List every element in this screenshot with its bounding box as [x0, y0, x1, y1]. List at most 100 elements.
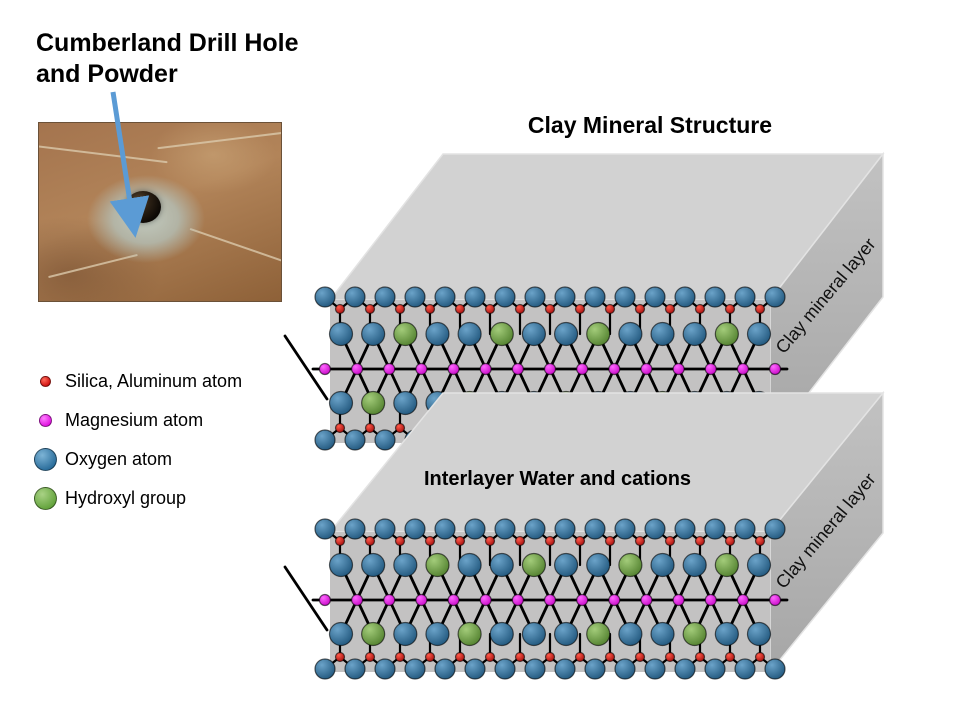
oxygen-atom [674, 658, 696, 680]
oxygen-atom [344, 429, 366, 451]
silica-atom [544, 303, 556, 315]
oxygen-atom [524, 658, 546, 680]
interlayer-label: Interlayer Water and cations [423, 468, 692, 490]
bond-line [283, 565, 329, 632]
oxygen-atom [434, 518, 456, 540]
magnesium-atom [350, 362, 364, 376]
oxygen-atom [704, 518, 726, 540]
oxygen-atom [764, 658, 786, 680]
oxygen-atom [404, 518, 426, 540]
magnesium-atom [672, 593, 685, 607]
hydroxyl-atom [714, 321, 739, 347]
structure-title: Clay Mineral Structure [527, 112, 773, 138]
legend-label: Oxygen atom [65, 449, 173, 469]
hydroxyl-atom [457, 621, 482, 647]
oxygen-atom [524, 286, 546, 308]
magnesium-atom [318, 593, 332, 607]
pointer-arrow [109, 91, 150, 238]
oxygen-atom [644, 518, 666, 540]
silica-atom [454, 651, 466, 663]
magnesium-atom [511, 593, 524, 607]
oxygen-atom [344, 658, 366, 680]
oxygen-atom [328, 552, 354, 578]
legend-item: Hydroxyl group [32, 479, 242, 518]
hydroxyl-atom [361, 621, 386, 647]
oxygen-atom [374, 429, 396, 451]
hydroxyl-atom [586, 621, 611, 647]
silica-atom [364, 303, 376, 315]
magnesium-atom [640, 593, 653, 607]
magnesium-atom [479, 593, 492, 607]
magnesium-atom [350, 593, 364, 607]
silica-atom [544, 535, 556, 547]
magnesium-atom [479, 362, 492, 376]
hydroxyl-atom [682, 621, 707, 647]
silica-atom [454, 303, 466, 315]
oxygen-atom [393, 621, 418, 647]
hydroxyl-atom [425, 552, 450, 578]
magnesium-atom [768, 593, 782, 607]
silica-atom [664, 303, 676, 315]
oxygen-atom [344, 518, 366, 540]
oxygen-atom [644, 658, 666, 680]
oxygen-atom [618, 621, 643, 647]
silica-atom [334, 651, 346, 663]
silica-atom [724, 303, 736, 315]
oxygen-atom [586, 552, 611, 578]
silica-atom [364, 535, 376, 547]
oxygen-atom [494, 518, 516, 540]
legend-item: Magnesium atom [32, 401, 242, 440]
oxygen-atom [314, 429, 336, 451]
silica-atom [454, 535, 466, 547]
oxygen-atom [524, 518, 546, 540]
oxygen-atom [374, 518, 396, 540]
magnesium-atom [768, 362, 782, 376]
silica-atom [574, 535, 586, 547]
oxygen-atom [361, 321, 386, 347]
magnesium-atom [672, 362, 685, 376]
magnesium-atom [736, 593, 750, 607]
magnesium-atom [447, 593, 460, 607]
hydroxyl-atom [521, 552, 547, 578]
oxygen-atom [714, 621, 739, 647]
slide-title: Cumberland Drill Hole and Powder [36, 29, 299, 88]
legend-item: Silica, Aluminum atom [32, 362, 242, 401]
magnesium-atom [383, 593, 396, 607]
silica-atom [604, 535, 616, 547]
silica-atom [574, 303, 586, 315]
oxygen-atom [554, 518, 576, 540]
oxygen-atom [425, 321, 450, 347]
silica-atom [484, 535, 496, 547]
oxygen-atom [328, 390, 354, 416]
oxygen-atom [746, 621, 772, 647]
oxygen-atom [554, 658, 576, 680]
silica-atom [334, 422, 346, 434]
legend-label: Hydroxyl group [65, 488, 187, 508]
oxygen-atom [374, 658, 396, 680]
oxygen-atom [764, 518, 786, 540]
oxygen-atom [344, 286, 366, 308]
silica-atom [634, 303, 646, 315]
oxygen-atom [674, 518, 696, 540]
silica-atom [424, 303, 436, 315]
oxygen-atom [464, 658, 486, 680]
silica-atom [634, 651, 646, 663]
oxygen-atom [374, 286, 396, 308]
oxygen-atom [734, 286, 756, 308]
magnesium-atom [608, 362, 621, 376]
oxygen-atom [734, 658, 756, 680]
oxygen-atom [704, 658, 726, 680]
oxygen-atom [614, 658, 636, 680]
oxygen-atom [464, 286, 486, 308]
oxygen-atom [489, 621, 514, 647]
magnesium-atom [736, 362, 750, 376]
oxygen-atom [457, 321, 482, 347]
oxygen-atom [682, 552, 707, 578]
hydroxyl-atom [393, 321, 418, 347]
silica-atom [544, 651, 556, 663]
silica-atom [604, 651, 616, 663]
oxygen-atom [314, 286, 336, 308]
magnesium-atom [704, 362, 717, 376]
oxygen-atom [650, 621, 675, 647]
